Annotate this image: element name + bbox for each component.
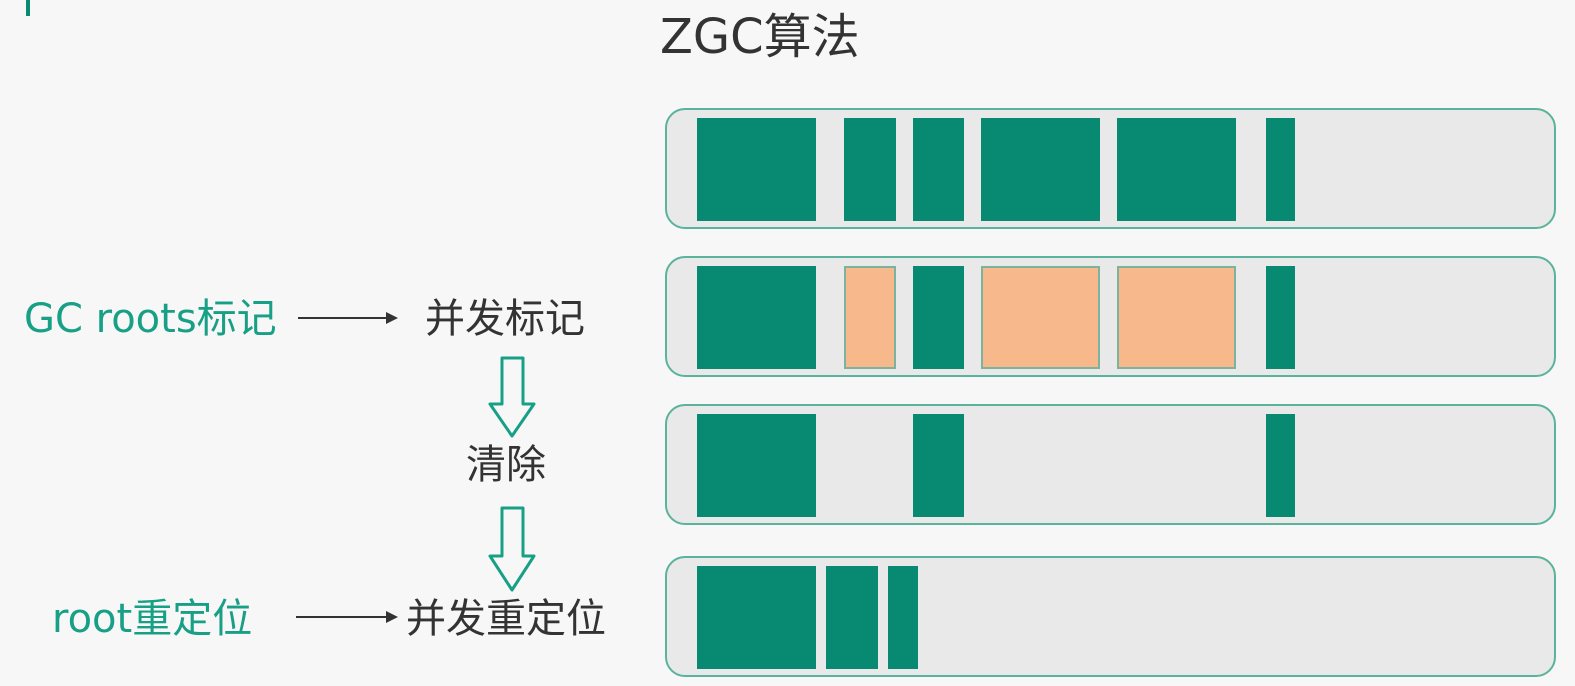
live-object-block xyxy=(1266,266,1295,369)
arrow-gc-roots-to-concurrent-mark xyxy=(298,312,398,324)
live-object-block xyxy=(1266,414,1295,517)
hollow-down-arrow-to-clean xyxy=(488,356,536,438)
live-object-block xyxy=(826,566,878,669)
live-object-block xyxy=(844,118,896,221)
diagram-title: ZGC算法 xyxy=(660,9,860,65)
memory-row-clean xyxy=(665,404,1556,525)
concurrent-relocate-label: 并发重定位 xyxy=(406,596,606,642)
live-object-block xyxy=(697,414,816,517)
flow-arrows xyxy=(296,312,536,623)
clean-label: 清除 xyxy=(466,442,546,488)
live-object-block xyxy=(981,118,1100,221)
live-object-block xyxy=(1117,118,1236,221)
memory-row-relocate xyxy=(665,556,1556,677)
live-object-block xyxy=(697,566,816,669)
gc-roots-mark-label: GC roots标记 xyxy=(24,296,277,342)
live-object-block xyxy=(1266,118,1295,221)
marked-object-block xyxy=(981,266,1100,369)
arrow-root-relocate-to-concurrent-relocate xyxy=(296,611,398,623)
hollow-down-arrow-to-relocate xyxy=(488,506,536,592)
marked-object-block xyxy=(844,266,896,369)
live-object-block xyxy=(913,414,964,517)
memory-row-concurrent-mark xyxy=(665,256,1556,377)
live-object-block xyxy=(913,266,964,369)
marked-object-block xyxy=(1117,266,1236,369)
live-object-block xyxy=(888,566,918,669)
root-relocate-label: root重定位 xyxy=(52,596,253,642)
live-object-block xyxy=(697,118,816,221)
slide-corner-mark xyxy=(26,0,30,16)
memory-row-initial xyxy=(665,108,1556,229)
concurrent-mark-label: 并发标记 xyxy=(425,296,585,342)
live-object-block xyxy=(697,266,816,369)
live-object-block xyxy=(913,118,964,221)
